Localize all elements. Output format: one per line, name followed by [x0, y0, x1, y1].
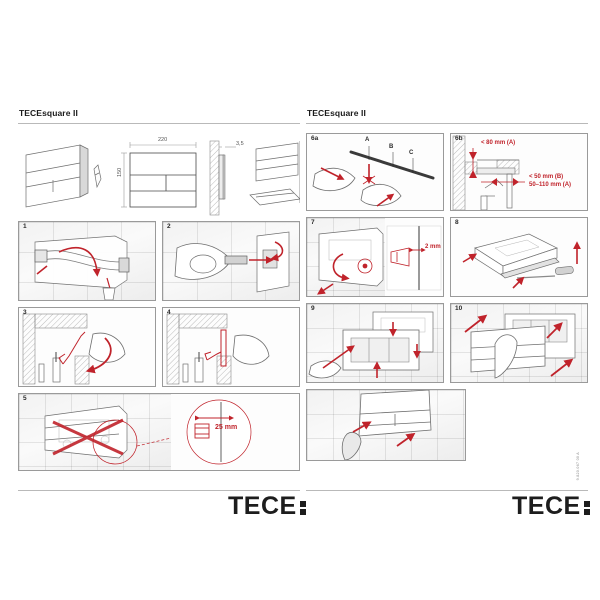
left-column-title: TECEsquare II [19, 108, 78, 118]
step-number-2: 2 [167, 223, 171, 230]
brand-logo-right-mark [583, 500, 590, 518]
step-panel-10: 10 [450, 303, 588, 383]
step-6b-label-b: < 50 mm (B) 50–110 mm (A) [529, 174, 572, 188]
step-panel-1: 1 [18, 221, 156, 301]
plate-side-sliver [93, 164, 102, 189]
step-panel-9: 9 [306, 303, 444, 383]
dimension-width-label: 220 [158, 137, 168, 143]
left-title-divider [18, 123, 300, 124]
step-number-5: 5 [23, 395, 27, 402]
plate-front-dimensioned-drawing [121, 142, 197, 208]
steps-7-8-row: 7 [306, 217, 588, 297]
dimension-height-label: 150 [117, 167, 123, 177]
step-panel-4: 4 [162, 307, 300, 387]
plate-perspective-drawing [25, 144, 102, 208]
steps-6a-6b-row: 6a [306, 133, 588, 211]
steps-3-4-row: 3 [18, 307, 300, 387]
right-column-title: TECEsquare II [307, 108, 366, 118]
left-column: TECEsquare II [18, 108, 300, 471]
brand-logo-left-wordmark: TECE [228, 492, 297, 520]
step-6a-label-c: C [409, 150, 414, 156]
brand-logo-right: TECE [512, 492, 590, 520]
step-number-10: 10 [455, 305, 463, 312]
right-footer-divider [306, 490, 588, 491]
step-panel-2: 2 [162, 221, 300, 301]
dimension-thickness-label: 3,5 [236, 141, 244, 147]
left-footer-divider [18, 490, 300, 491]
step-number-4: 4 [167, 309, 171, 316]
step-number-6a: 6a [311, 135, 319, 142]
step-7-detail-measurement: 2 mm [425, 244, 441, 250]
document-code: 9.820.067 00 A [576, 452, 580, 481]
steps-1-2-row: 1 [18, 221, 300, 301]
step-number-8: 8 [455, 219, 459, 226]
brand-logo-left: TECE [228, 492, 306, 520]
steps-9-10-row: 9 [306, 303, 588, 383]
right-title-divider [306, 123, 588, 124]
right-column: TECEsquare II 6a [306, 108, 588, 461]
step-5-detail-measurement: 25 mm [215, 424, 238, 431]
step-panel-6b: 6b [450, 133, 588, 211]
step-panel-6a: 6a [306, 133, 444, 211]
plate-exploded-drawing [249, 141, 300, 206]
step-panel-5: 5 [18, 393, 300, 471]
brand-logo-left-mark [299, 500, 306, 518]
step-6b-label-a: < 80 mm (A) [481, 140, 516, 146]
step-number-3: 3 [23, 309, 27, 316]
step-number-6b: 6b [455, 135, 463, 142]
overview-drawings: 220 150 3,5 [18, 133, 300, 221]
brand-logo-right-wordmark: TECE [512, 492, 581, 520]
step-panel-7: 7 [306, 217, 444, 297]
plate-section-drawing [209, 140, 236, 216]
step-number-9: 9 [311, 305, 315, 312]
step-number-7: 7 [311, 219, 315, 226]
step-number-1: 1 [23, 223, 27, 230]
step-panel-3: 3 [18, 307, 156, 387]
step-panel-final [306, 389, 466, 461]
step-panel-8: 8 [450, 217, 588, 297]
step-6a-label-b: B [389, 144, 394, 150]
step-6a-label-a: A [365, 137, 370, 143]
